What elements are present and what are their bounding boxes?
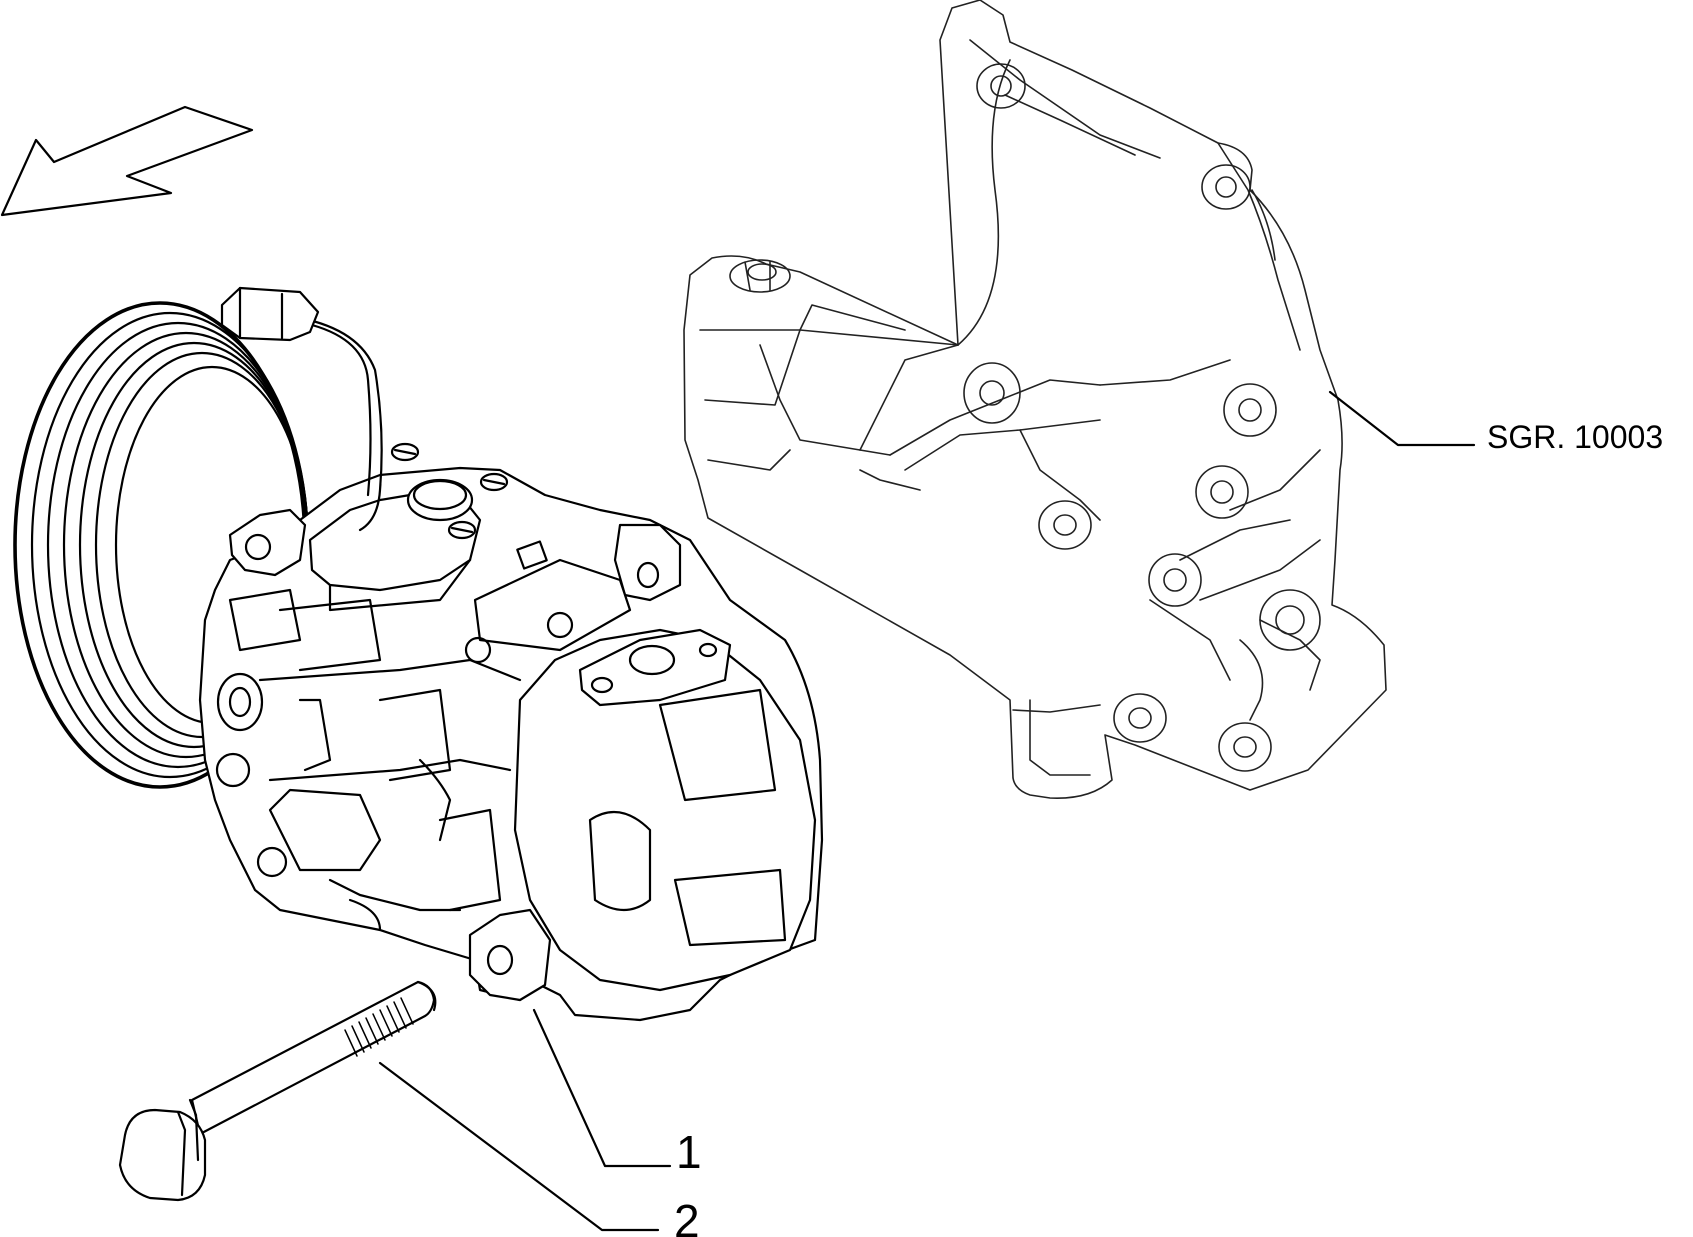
bolt xyxy=(118,980,437,1202)
leader-line-part-1 xyxy=(532,1008,672,1168)
callout-part-1: 1 xyxy=(676,1126,702,1178)
mounting-bracket xyxy=(683,0,1387,799)
leader-line-reference xyxy=(1328,390,1476,447)
bracket-bolt-hole xyxy=(1148,553,1202,607)
bracket-bolt-hole xyxy=(963,362,1021,424)
bracket-bolt-hole xyxy=(1201,164,1251,210)
bracket-bolt-hole xyxy=(1218,722,1272,772)
electrical-connector xyxy=(220,286,320,342)
bracket-bolt-hole xyxy=(1259,589,1321,651)
bracket-bolt-hole xyxy=(1038,500,1092,550)
ac-compressor xyxy=(13,286,824,1022)
compressor-rear-head xyxy=(513,628,817,992)
bracket-bolt-hole xyxy=(976,63,1026,109)
bracket-bolt-hole xyxy=(1223,383,1277,437)
callout-part-2: 2 xyxy=(674,1195,700,1237)
compressor-mount-lug xyxy=(468,908,552,1002)
bracket-bolt-hole xyxy=(1113,693,1167,743)
callout-reference: SGR. 10003 xyxy=(1487,419,1663,455)
direction-arrow-icon xyxy=(0,105,254,217)
connector-wire xyxy=(298,316,383,532)
bracket-bolt-hole xyxy=(1195,465,1249,519)
leader-line-part-2 xyxy=(378,1061,660,1232)
